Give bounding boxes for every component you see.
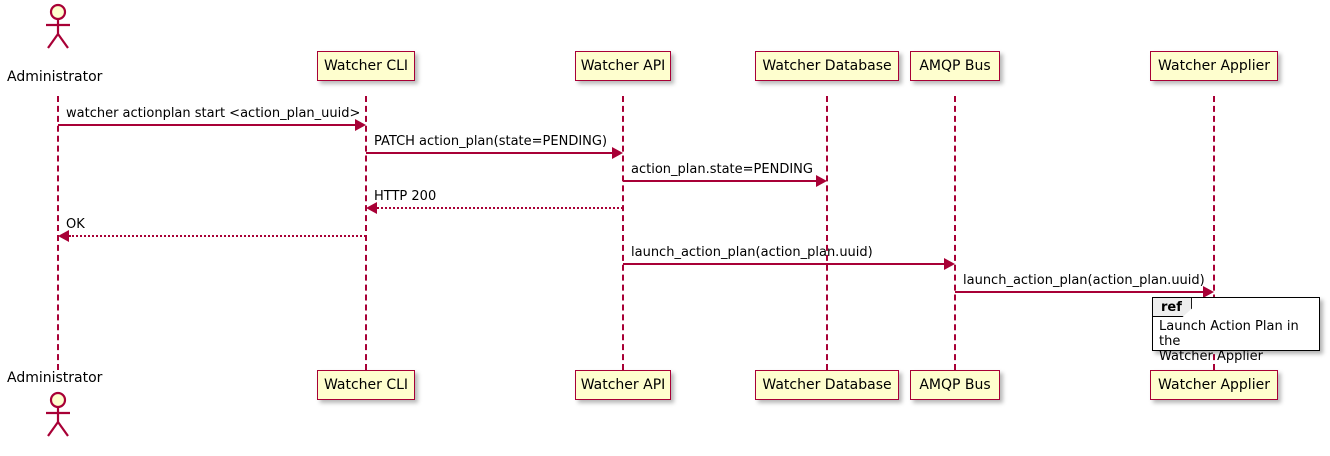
actor-label-bottom-administrator: Administrator [7,370,103,386]
message-label-m5: OK [66,217,85,232]
message-label-m6: launch_action_plan(action_plan.uuid) [631,245,873,260]
message-line-m2 [366,152,612,154]
message-arrowhead-m4 [366,202,377,214]
message-arrowhead-m7 [1203,286,1214,298]
message-arrowhead-m2 [612,147,623,159]
participant-bottom-amqp-bus[interactable]: AMQP Bus [910,370,1000,400]
lifeline-watcher-api [622,96,624,370]
participant-top-amqp-bus[interactable]: AMQP Bus [910,51,1000,81]
ref-fragment-text: Launch Action Plan in the Watcher Applie… [1159,319,1299,364]
lifeline-watcher-database [826,96,828,370]
participant-top-watcher-database[interactable]: Watcher Database [755,51,899,81]
actor-figure [33,390,83,438]
participant-top-watcher-api[interactable]: Watcher API [575,51,671,81]
message-arrowhead-m1 [355,119,366,131]
message-arrowhead-m5 [58,230,69,242]
participant-bottom-watcher-api[interactable]: Watcher API [575,370,671,400]
actor-stick-figure-icon [46,391,70,437]
actor-label-top-administrator: Administrator [7,69,103,85]
actor-figure [33,2,83,50]
message-label-m4: HTTP 200 [374,189,437,204]
lifeline-amqp-bus [954,96,956,370]
actor-stick-figure-icon [46,3,70,49]
message-line-m3 [623,180,816,182]
lifeline-watcher-cli [365,96,367,370]
message-line-m5 [69,235,366,237]
message-line-m6 [623,263,944,265]
ref-fragment-tag: ref [1153,298,1192,317]
message-line-m7 [955,291,1203,293]
message-arrowhead-m3 [816,175,827,187]
message-arrowhead-m6 [944,258,955,270]
participant-top-watcher-applier[interactable]: Watcher Applier [1150,51,1278,81]
participant-bottom-watcher-database[interactable]: Watcher Database [755,370,899,400]
message-line-m4 [377,207,623,209]
message-label-m1: watcher actionplan start <action_plan_uu… [66,106,361,121]
message-line-m1 [58,124,355,126]
lifeline-watcher-applier [1213,96,1215,370]
message-label-m3: action_plan.state=PENDING [631,162,813,177]
participant-bottom-watcher-applier[interactable]: Watcher Applier [1150,370,1278,400]
message-label-m7: launch_action_plan(action_plan.uuid) [963,273,1205,288]
participant-bottom-watcher-cli[interactable]: Watcher CLI [317,370,415,400]
message-label-m2: PATCH action_plan(state=PENDING) [374,134,608,149]
participant-top-watcher-cli[interactable]: Watcher CLI [317,51,415,81]
